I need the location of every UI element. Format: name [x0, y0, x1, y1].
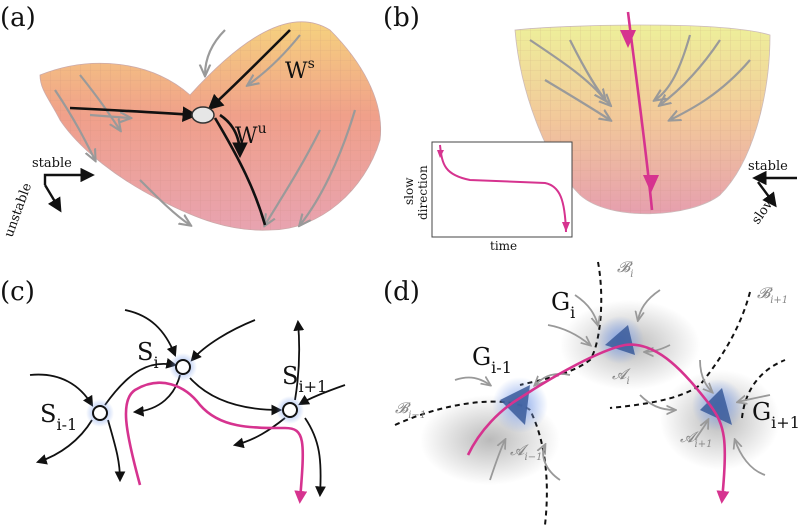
axis-stable-label-b: stable: [748, 159, 788, 174]
label-b-i: 𝓑i: [617, 258, 633, 280]
gray-flow-lines-b: [529, 34, 751, 120]
node-s-ip1: [282, 402, 298, 418]
label-g-i: Gi: [551, 288, 575, 322]
node-s-im1: [92, 405, 108, 421]
axes-b: stable slow: [748, 159, 797, 227]
unstable-manifold-left: [69, 106, 199, 122]
inset-ylabel-1: slow: [402, 177, 416, 205]
axis-stable-label-a: stable: [32, 156, 72, 171]
ws-label: Ws: [285, 56, 315, 84]
label-a-i: 𝓐i: [612, 365, 631, 387]
flow-arrows-c: [29, 309, 346, 498]
saddle-point: [191, 106, 215, 124]
panel-b: (b) slow direction time: [383, 3, 797, 253]
nodes-c: [86, 353, 304, 427]
trajectory-d: [466, 343, 730, 504]
stable-manifold-upper: [207, 29, 291, 111]
panel-a: (a) Ws Wu stable unsta: [0, 3, 382, 240]
label-g-ip1: Gi+1: [752, 398, 800, 432]
panel-d: (d): [383, 258, 800, 526]
inset-curve: [439, 144, 567, 233]
axes-a: stable unstable: [2, 156, 95, 240]
label-s-ip1: Si+1: [282, 362, 327, 396]
label-a-im1: 𝓐i−1: [510, 441, 542, 463]
panel-a-label: (a): [0, 3, 36, 33]
label-s-im1: Si-1: [40, 400, 77, 434]
axis-unstable-label-a: unstable: [2, 181, 36, 240]
unstable-manifold-lower: [213, 117, 267, 226]
wu-label: Wu: [235, 121, 267, 149]
panel-c-label: (c): [0, 277, 35, 307]
label-b-ip1: 𝓑i+1: [757, 284, 788, 306]
node-s-i: [175, 359, 191, 375]
label-b-im1: 𝓑i−1: [395, 399, 426, 421]
slow-trajectory-b: [620, 11, 659, 211]
gray-flow-lines-d: [454, 289, 771, 481]
gray-flow-lines-a: [54, 29, 357, 225]
panel-c: (c) Si-1 Si Si+1: [0, 277, 346, 504]
panel-d-label: (d): [383, 277, 420, 307]
panel-b-label: (b): [383, 3, 420, 33]
axis-slow-label-b: slow: [749, 194, 778, 227]
inset-ylabel-2: direction: [416, 165, 430, 220]
label-g-im1: Gi-1: [472, 343, 512, 377]
label-a-ip1: 𝓐i+1: [680, 428, 712, 450]
trajectory-c: [124, 381, 308, 504]
label-s-i: Si: [137, 338, 159, 372]
saddle-surface: [39, 21, 382, 231]
manifold-lines-a: [69, 29, 291, 226]
inset-plot: slow direction time: [402, 141, 573, 253]
inset-xlabel: time: [490, 239, 517, 253]
